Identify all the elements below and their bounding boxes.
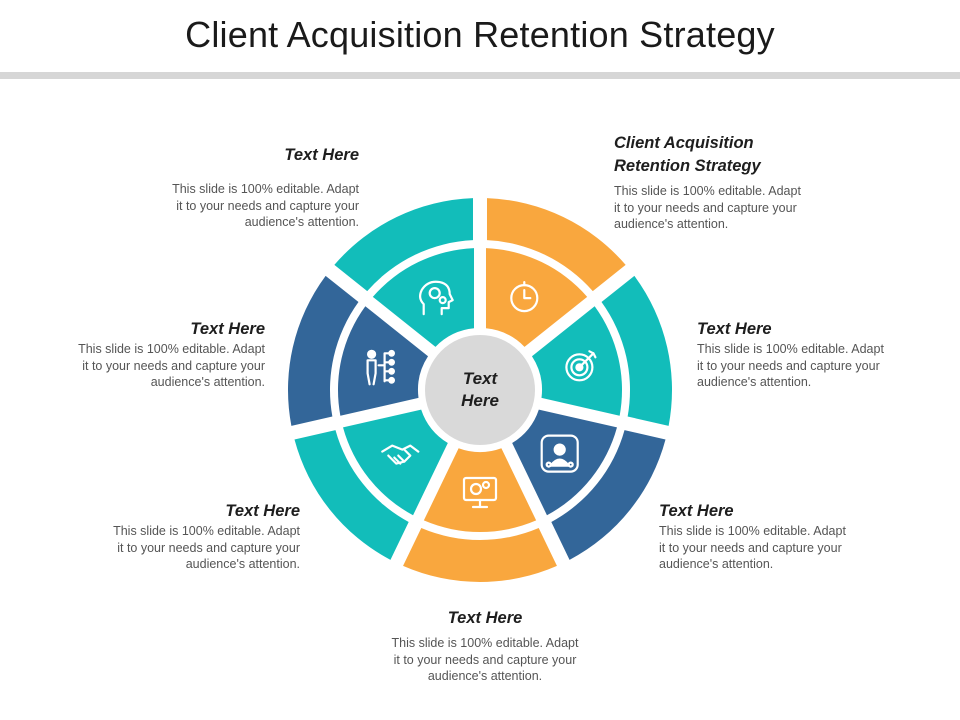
inner-segment-5 — [337, 306, 429, 416]
segment-heading: Text Here — [225, 502, 300, 520]
presenter-screen-icon — [540, 434, 579, 473]
segment-heading: Text Here — [284, 146, 359, 164]
segment-body: This slide is 100% editable. Adapt it to… — [78, 342, 265, 389]
segment-body: This slide is 100% editable. Adapt it to… — [659, 524, 846, 571]
segment-heading: Text Here — [447, 609, 523, 627]
text-block-bottom: Text Here This slide is 100% editable. A… — [372, 607, 598, 685]
segment-heading: Client Acquisition Retention Strategy — [614, 134, 761, 175]
outer-segment-3 — [403, 528, 557, 582]
page-title: Client Acquisition Retention Strategy — [185, 14, 775, 55]
handshake-icon — [381, 444, 420, 465]
outer-segment-5 — [288, 275, 359, 426]
segment-body: This slide is 100% editable. Adapt it to… — [113, 524, 300, 571]
outer-segment-2 — [551, 430, 666, 560]
target-icon — [565, 350, 597, 382]
outer-segment-4 — [294, 430, 409, 560]
text-block-left-lower: Text Here This slide is 100% editable. A… — [85, 500, 300, 573]
outer-ring — [288, 198, 673, 582]
text-block-acquisition: Client Acquisition Retention Strategy Th… — [614, 132, 829, 233]
center-disc — [425, 335, 535, 445]
title-divider — [0, 72, 960, 79]
segment-body: This slide is 100% editable. Adapt it to… — [391, 636, 579, 683]
segment-heading: Text Here — [697, 320, 772, 338]
org-chart-icon — [366, 349, 396, 386]
inner-ring — [337, 248, 622, 532]
inner-segment-6 — [372, 248, 475, 347]
outer-segment-6 — [334, 198, 474, 292]
segment-body: This slide is 100% editable. Adapt it to… — [614, 184, 801, 231]
head-gears-icon — [419, 280, 454, 316]
text-block-left-upper: Text Here This slide is 100% editable. A… — [50, 318, 265, 391]
clock-icon — [510, 281, 539, 313]
outer-segment-0 — [486, 198, 626, 292]
outer-segment-1 — [601, 275, 673, 426]
icons — [366, 280, 597, 509]
segment-heading: Text Here — [659, 502, 734, 520]
center-label: Text Here — [461, 369, 499, 410]
inner-segment-1 — [531, 306, 622, 416]
text-block-right-upper: Text Here This slide is 100% editable. A… — [697, 318, 912, 391]
text-block-top-left: Text Here This slide is 100% editable. A… — [144, 144, 359, 231]
segment-heading: Text Here — [190, 320, 265, 338]
monitor-gears-icon — [462, 476, 498, 509]
segment-body: This slide is 100% editable. Adapt it to… — [172, 182, 359, 229]
segment-body: This slide is 100% editable. Adapt it to… — [697, 342, 884, 389]
text-block-right-lower: Text Here This slide is 100% editable. A… — [659, 500, 874, 573]
